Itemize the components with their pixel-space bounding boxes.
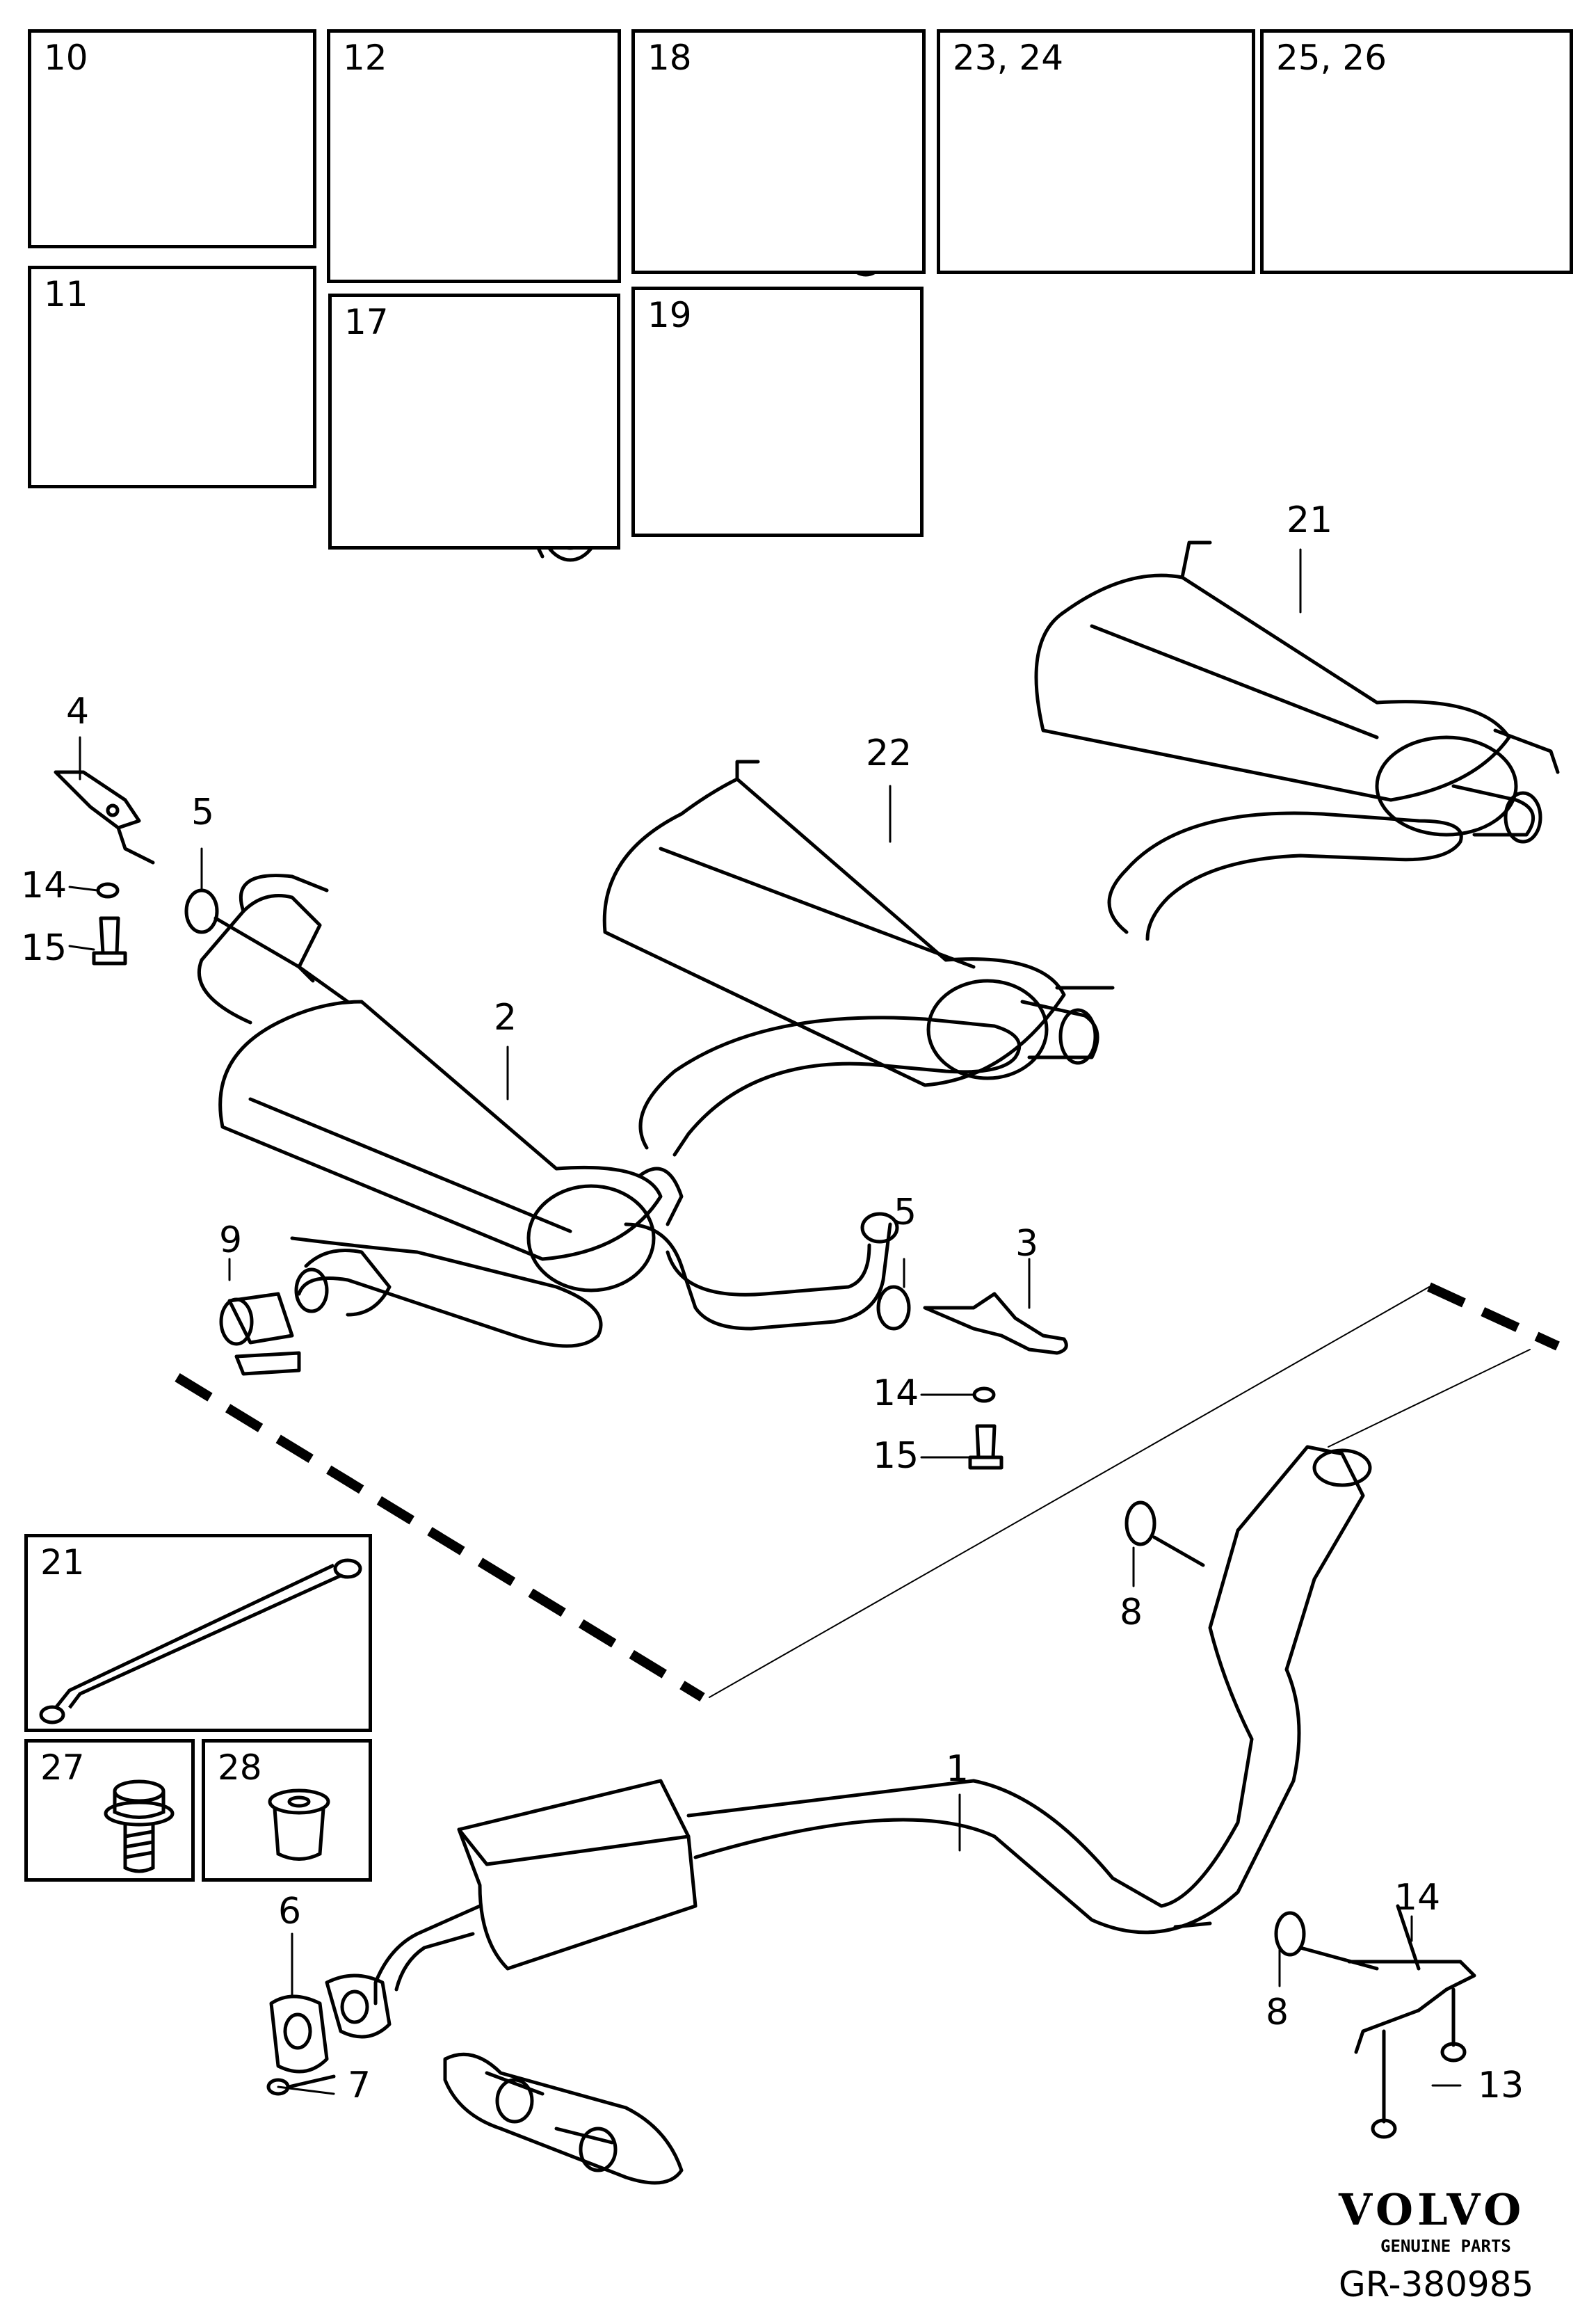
bracket-4	[54, 770, 155, 966]
detail-box-28: 28	[202, 1739, 372, 1882]
muffler-22	[602, 760, 1115, 1157]
box-label: 11	[44, 274, 88, 314]
box-label: 17	[344, 302, 389, 342]
callout-15-right: 15	[873, 1435, 919, 1477]
callout-5-right: 5	[894, 1192, 917, 1233]
detail-box-10: 10	[28, 29, 316, 248]
callout-5-left: 5	[191, 792, 215, 833]
callout-1: 1	[946, 1748, 969, 1790]
clamp-9	[219, 1249, 392, 1376]
box-label: 28	[218, 1747, 262, 1788]
box-label: 23, 24	[953, 38, 1064, 78]
callout-2: 2	[494, 997, 517, 1039]
genuine-parts-label: GENUINE PARTS	[1380, 2236, 1511, 2256]
insulator-8-upper	[1125, 1500, 1205, 1567]
callout-7: 7	[348, 2065, 371, 2106]
insulator-8-lower	[1274, 1911, 1379, 1971]
reference-number: GR-380985	[1339, 2264, 1534, 2305]
detail-box-21: 21	[24, 1534, 372, 1732]
bracket-13-14	[1347, 1904, 1476, 2139]
muffler-2	[197, 874, 899, 1348]
muffler-21	[1034, 541, 1560, 941]
detail-box-17: 17	[328, 294, 620, 550]
callout-14-left: 14	[21, 865, 67, 906]
box-label: 18	[647, 38, 692, 78]
volvo-logo: VOLVO	[1339, 2184, 1526, 2235]
detail-box-25-26: 25, 26	[1260, 29, 1573, 274]
callout-9: 9	[219, 1219, 243, 1261]
gasket-6	[266, 1994, 336, 2096]
callout-3: 3	[1015, 1223, 1039, 1265]
callout-8-upper: 8	[1120, 1592, 1143, 1633]
callout-6: 6	[278, 1891, 302, 1932]
detail-box-11: 11	[28, 266, 316, 488]
box-label: 12	[343, 38, 387, 78]
callout-13: 13	[1478, 2065, 1524, 2106]
box-label: 10	[44, 38, 88, 78]
box-label: 19	[647, 295, 692, 335]
bolt-drawing	[104, 1779, 175, 1873]
box-label: 25, 26	[1276, 38, 1387, 78]
detail-box-23-24: 23, 24	[937, 29, 1255, 274]
callout-14-lower: 14	[1394, 1877, 1441, 1919]
heat-shield	[443, 2052, 684, 2185]
callout-21: 21	[1287, 499, 1333, 541]
box-label: 27	[40, 1747, 85, 1788]
detail-box-12: 12	[327, 29, 621, 283]
box-label: 21	[40, 1542, 85, 1583]
pipe-1	[325, 1445, 1372, 2039]
rod-drawing	[39, 1558, 362, 1724]
detail-box-27: 27	[24, 1739, 195, 1882]
callout-14-right: 14	[873, 1372, 919, 1414]
nut-sleeve-drawing	[268, 1788, 330, 1861]
detail-box-18: 18	[631, 29, 926, 274]
callout-22: 22	[866, 732, 912, 774]
callout-15-left: 15	[21, 927, 67, 969]
callout-4: 4	[66, 691, 90, 732]
bracket-3	[876, 1285, 1068, 1470]
dashed-frame	[175, 1282, 1560, 1702]
detail-box-19: 19	[631, 287, 924, 537]
callout-8-lower: 8	[1266, 1992, 1289, 2033]
